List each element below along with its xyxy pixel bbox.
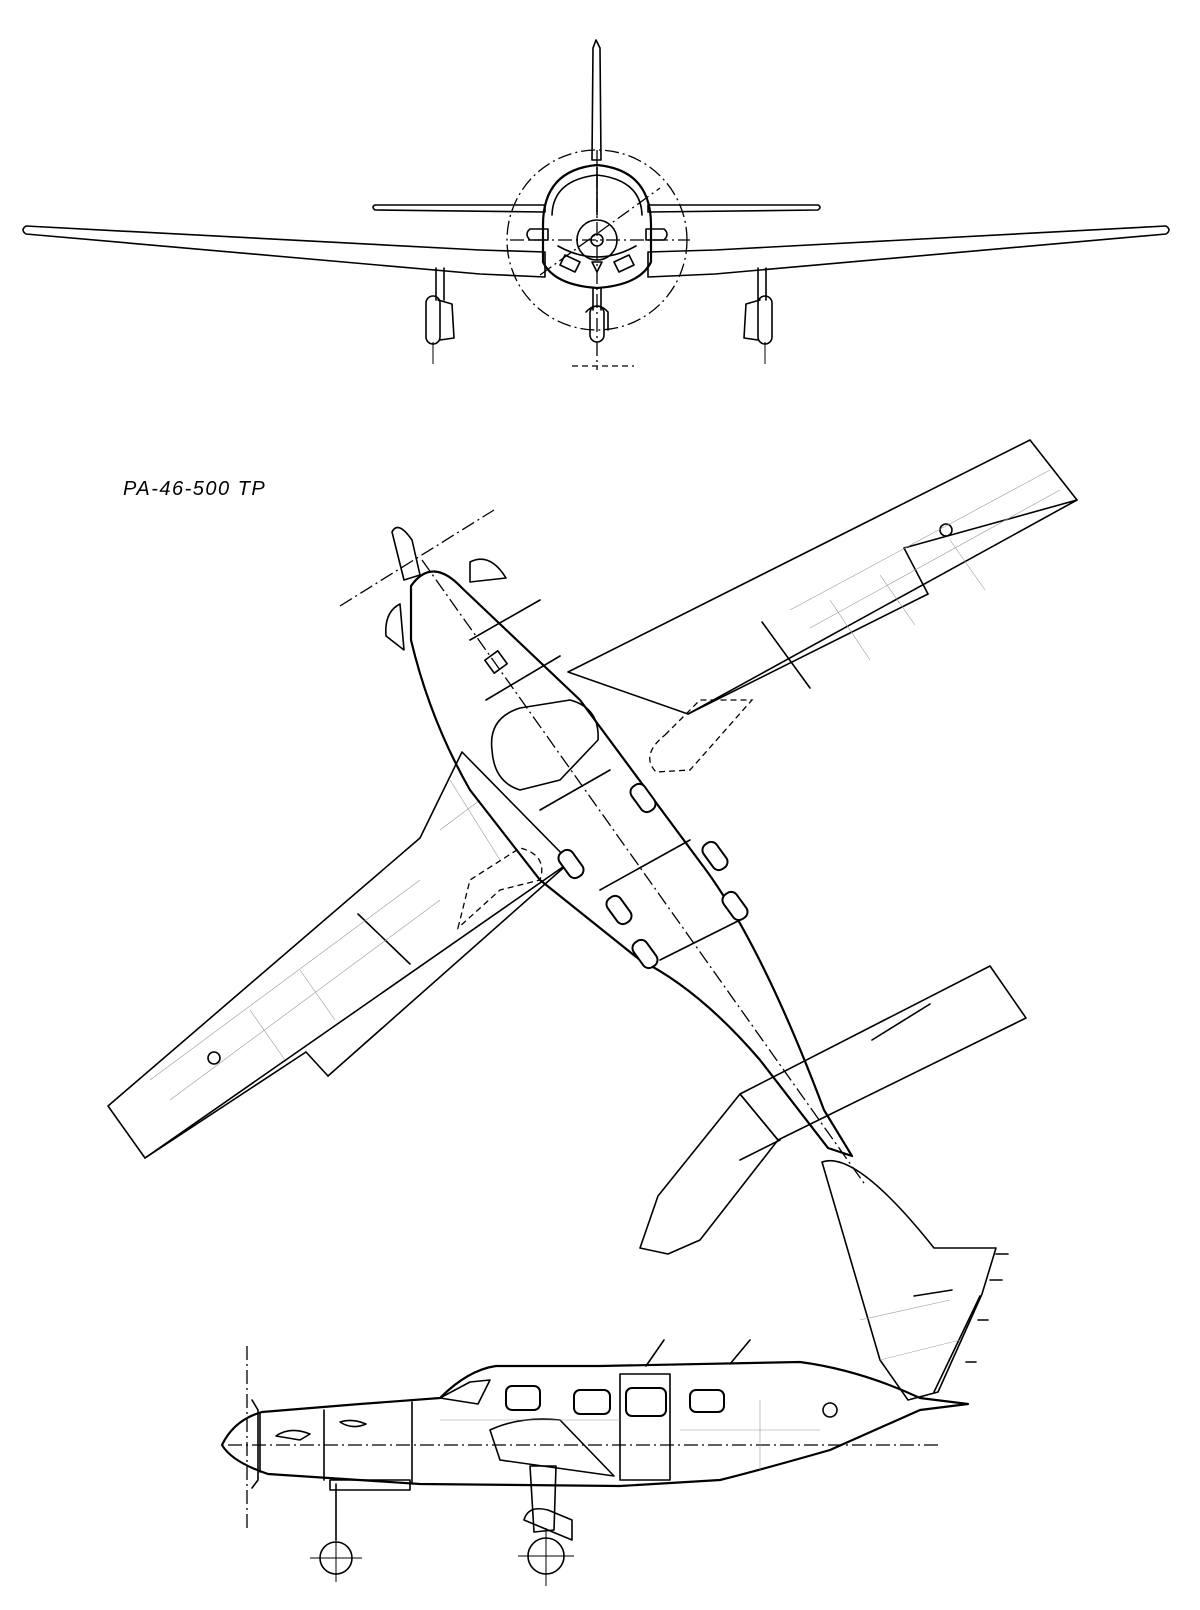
front-spinner <box>576 219 618 261</box>
side-view <box>220 1160 1009 1586</box>
side-vertical-tail <box>821 1160 997 1401</box>
front-main-gear-right <box>743 267 773 364</box>
front-wing-right <box>647 225 1170 278</box>
plan-wing-left <box>107 751 571 1159</box>
front-wing-left <box>22 225 546 278</box>
front-stabilizer-left <box>372 204 546 213</box>
side-main-gear <box>518 1465 574 1586</box>
side-fuselage <box>220 1360 970 1488</box>
side-cabin-door <box>619 1373 671 1481</box>
plan-tail-left <box>639 1093 779 1255</box>
side-window <box>505 1385 541 1411</box>
plan-tail-right <box>739 965 1027 1141</box>
plan-view <box>107 439 1078 1255</box>
plan-canopy <box>490 699 599 791</box>
plan-fuselage <box>409 570 854 1158</box>
front-view <box>22 39 1170 370</box>
drawing-title: PA-46-500 TP <box>123 478 267 500</box>
front-vertical-fin <box>591 39 602 161</box>
side-window <box>689 1389 725 1413</box>
front-nose-gear <box>572 287 634 367</box>
front-stabilizer-right <box>647 204 821 213</box>
side-nose-gear <box>310 1483 362 1582</box>
front-main-gear-left <box>425 267 455 364</box>
front-fuselage <box>541 163 653 290</box>
plan-propeller <box>339 509 495 607</box>
side-window <box>573 1389 611 1415</box>
side-windshield <box>439 1379 491 1405</box>
plan-wing-right <box>567 439 1078 715</box>
side-window <box>625 1387 667 1417</box>
side-wing <box>489 1418 615 1477</box>
